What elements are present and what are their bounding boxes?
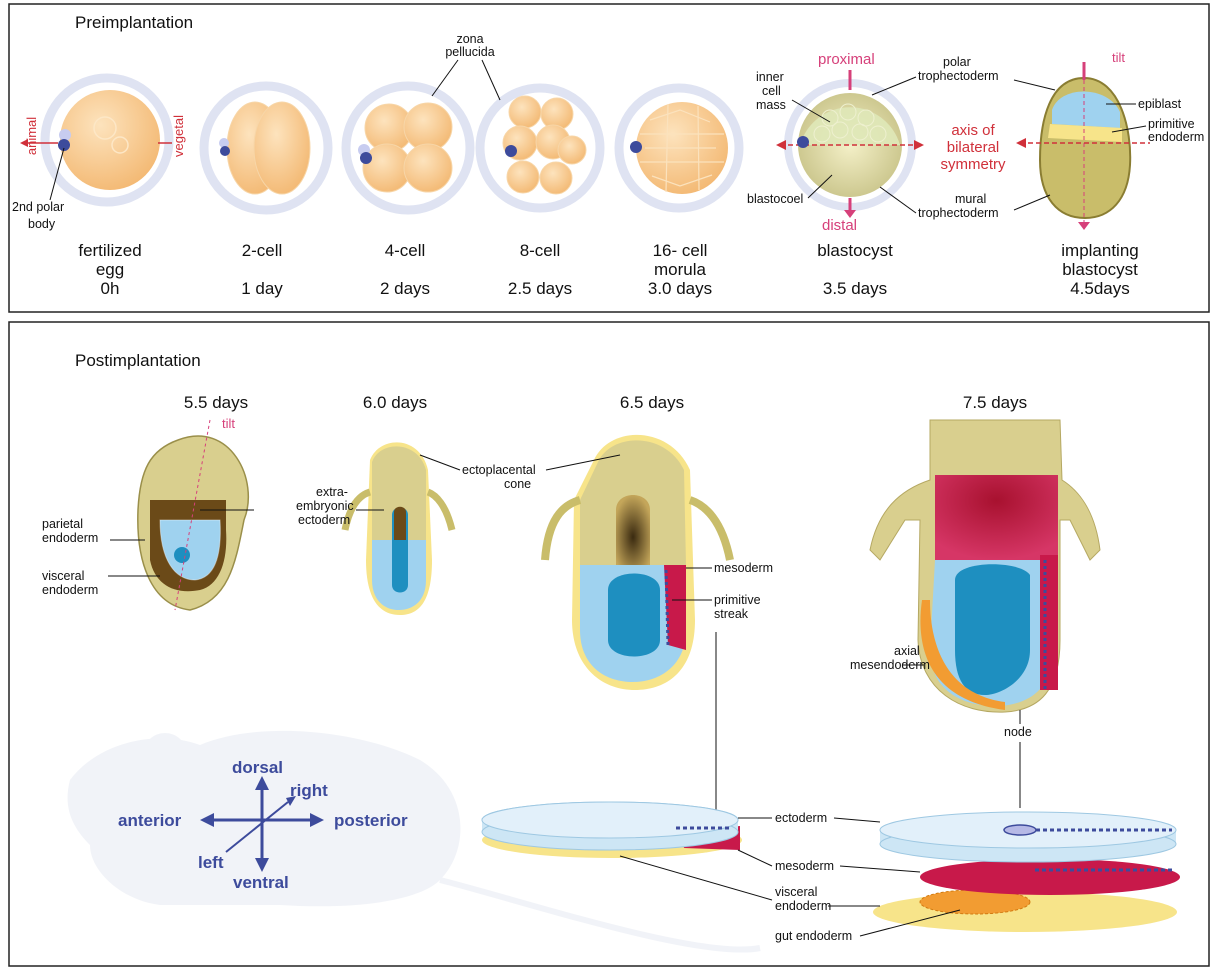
visceral2-label-2: endoderm [775,899,831,913]
polar-body-label-2: body [28,217,56,231]
mesoderm-label-disc: mesoderm [775,859,834,873]
ventral-label: ventral [233,873,289,892]
tilt-label-post: tilt [222,416,235,431]
extra-label-3: ectoderm [298,513,350,527]
stage-time-8cell: 2.5 days [508,279,572,298]
axis-label-1: axis of [951,122,995,139]
stage-label-morula-1: 16- cell [653,241,708,260]
mesoderm-label-65: mesoderm [714,561,773,575]
preimplantation-panel [9,4,1209,312]
prim-streak-label-1: primitive [714,593,761,607]
axis-label-2: bilateral [947,139,1000,156]
stage-label-2cell: 2-cell [242,241,283,260]
axis-label-3: symmetry [941,156,1006,173]
post-stage-6-0: 6.0 days [363,393,427,412]
eight-cell-embryo [480,88,600,208]
proximal-label: proximal [818,51,875,68]
animal-label: animal [24,117,39,155]
post-stage-5-5: 5.5 days [184,393,248,412]
icm-label-3: mass [756,98,786,112]
two-cell-embryo [204,86,328,210]
extra-label-1: extra- [316,485,348,499]
stage-time-2cell: 1 day [241,279,283,298]
parietal-label-2: endoderm [42,531,98,545]
prim-endo-label-1: primitive [1148,117,1195,131]
epiblast-label: epiblast [1138,97,1182,111]
node-label: node [1004,725,1032,739]
icm-label-2: cell [762,84,781,98]
stage-label-implanting-2: blastocyst [1062,260,1138,279]
ecto-cone-label-2: cone [504,477,531,491]
visceral-label-1: visceral [42,569,84,583]
stage-time-morula: 3.0 days [648,279,712,298]
polar-body-label-1: 2nd polar [12,200,64,214]
mural-troph-label-1: mural [955,192,986,206]
stage-time-4cell: 2 days [380,279,430,298]
ectoderm-label: ectoderm [775,811,827,825]
four-cell-embryo [346,86,470,210]
stage-label-8cell: 8-cell [520,241,561,260]
stage-time-implanting: 4.5days [1070,279,1130,298]
posterior-label: posterior [334,811,408,830]
stage-label-blastocyst: blastocyst [817,241,893,260]
post-stage-6-5: 6.5 days [620,393,684,412]
polar-troph-label-2: trophectoderm [918,69,999,83]
stage-label-egg-1: fertilized [78,241,141,260]
preimplantation-title: Preimplantation [75,13,193,32]
parietal-label-1: parietal [42,517,83,531]
tilt-label-pre: tilt [1112,50,1125,65]
left-label: left [198,853,224,872]
post-stage-7-5: 7.5 days [963,393,1027,412]
visceral2-label-1: visceral [775,885,817,899]
zona-label-2: pellucida [445,45,494,59]
stage-label-4cell: 4-cell [385,241,426,260]
prim-endo-label-2: endoderm [1148,130,1204,144]
visceral-label-2: endoderm [42,583,98,597]
stage-label-egg-2: egg [96,260,124,279]
layer-discs-6-5 [482,802,742,858]
right-label: right [290,781,328,800]
vegetal-label: vegetal [171,115,186,157]
stage-time-egg: 0h [101,279,120,298]
postimplantation-title: Postimplantation [75,351,201,370]
ecto-cone-label-1: ectoplacental [462,463,536,477]
morula [619,88,739,208]
prim-streak-label-2: streak [714,607,749,621]
stage-label-implanting-1: implanting [1061,241,1139,260]
mural-troph-label-2: trophectoderm [918,206,999,220]
stage-time-blastocyst: 3.5 days [823,279,887,298]
extra-label-2: embryonic [296,499,354,513]
zona-label-1: zona [456,32,483,46]
stage-label-morula-2: morula [654,260,707,279]
dorsal-label: dorsal [232,758,283,777]
anterior-label: anterior [118,811,182,830]
polar-troph-label-1: polar [943,55,971,69]
distal-label: distal [822,217,857,234]
gut-label: gut endoderm [775,929,852,943]
axial-label-1: axial [894,644,920,658]
icm-label-1: inner [756,70,784,84]
blastocoel-label: blastocoel [747,192,803,206]
